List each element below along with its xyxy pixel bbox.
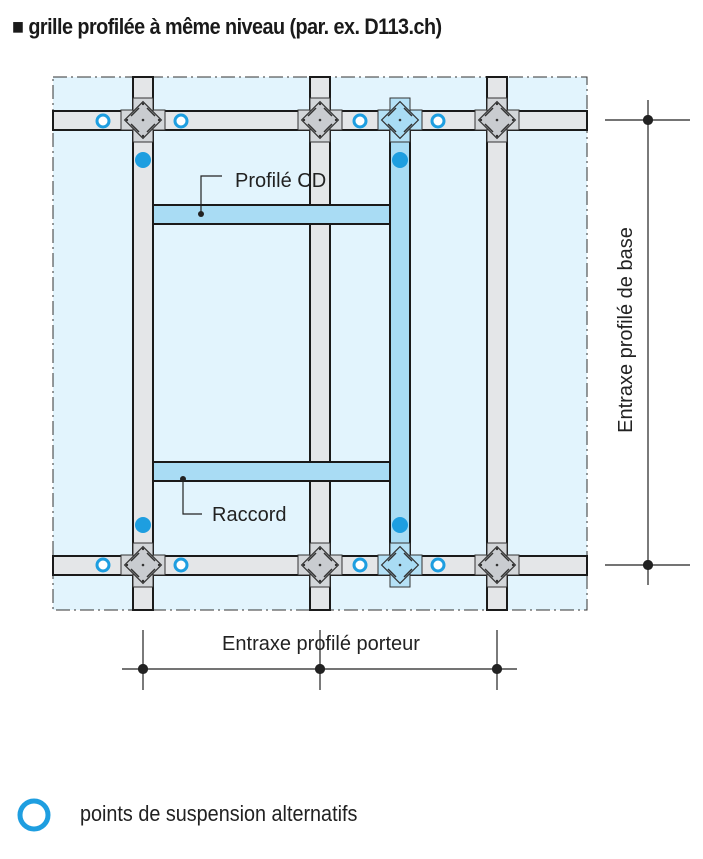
dimension-base-profile-spacing [605, 100, 690, 585]
alternative-suspension-points [95, 113, 446, 573]
connector-callout: Raccord [180, 476, 286, 526]
connector-label: Raccord [212, 504, 286, 526]
dimension-bearing-profile-spacing [122, 630, 517, 690]
profile-cd-callout: Profilé CD [198, 170, 326, 217]
cd-profiles [152, 119, 411, 566]
suspension-points [135, 152, 408, 533]
legend-alt-suspension-label: points de suspension alternatifs [80, 801, 358, 826]
diagram-title: ■ grille profilée à même niveau (par. ex… [12, 14, 442, 39]
dimension-horizontal-label: Entraxe profilé porteur [222, 633, 420, 655]
profile-cd-label: Profilé CD [235, 170, 326, 192]
dimension-vertical-label: Entraxe profilé de base [615, 227, 637, 433]
legend-open-circle-icon [17, 798, 51, 832]
